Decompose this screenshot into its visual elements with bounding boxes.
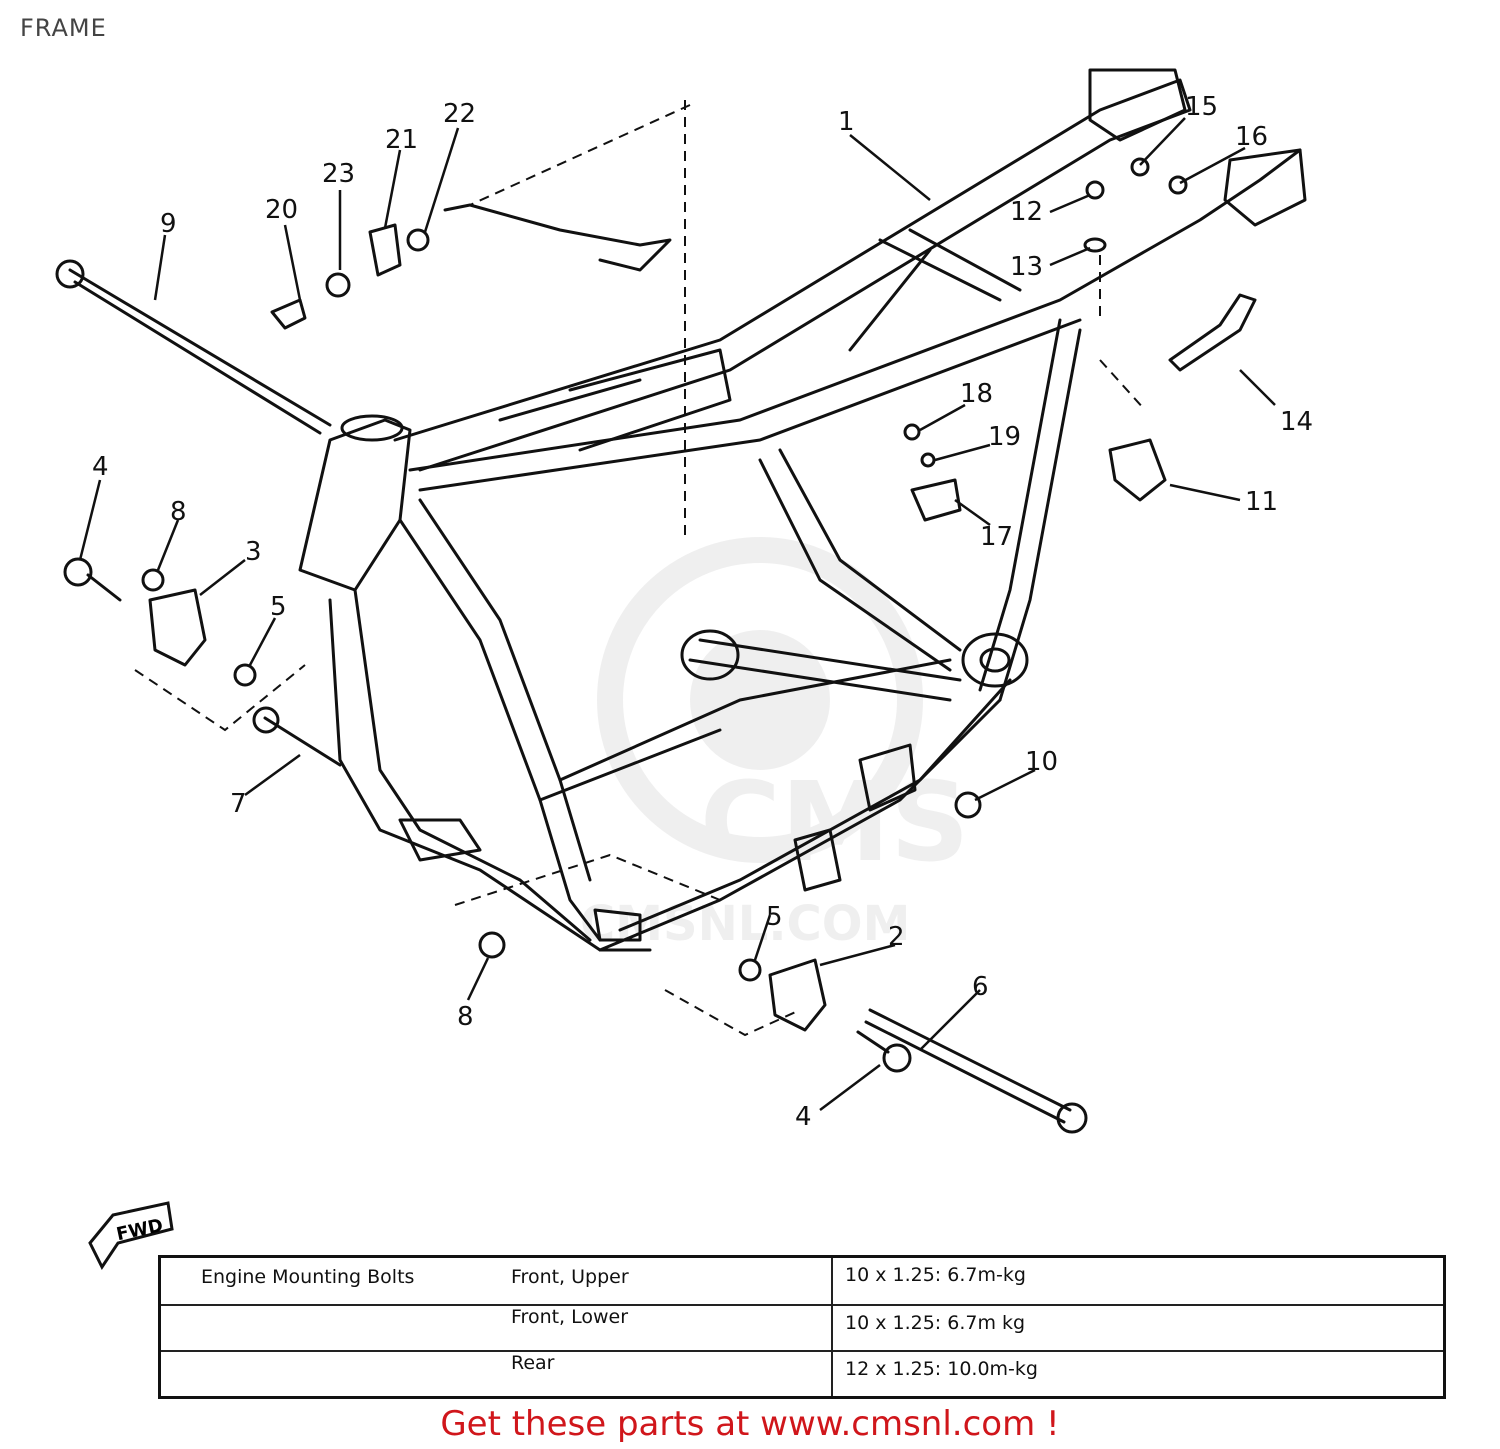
table-row: Front, Lower 10 x 1.25: 6.7m kg <box>158 1304 1446 1352</box>
callout-12: 12 <box>1010 197 1043 227</box>
callout-10: 10 <box>1025 747 1058 777</box>
callout-13: 13 <box>1010 252 1043 282</box>
callout-8: 8 <box>170 497 187 527</box>
callout-5-lower: 5 <box>766 902 783 932</box>
position-cell: Front, Lower <box>501 1304 833 1352</box>
callout-labels: 1 2 3 4 4 5 5 6 7 8 8 9 10 11 12 13 14 1… <box>92 92 1313 1132</box>
spec-cell: 12 x 1.25: 10.0m-kg <box>831 1350 1446 1399</box>
part-21-clamp <box>368 223 402 277</box>
part-11-cap <box>1108 438 1167 502</box>
reference-lines <box>134 100 1146 1037</box>
callout-23: 23 <box>322 159 355 189</box>
part-18-bolt <box>903 423 921 441</box>
callout-21: 21 <box>385 125 418 155</box>
callout-15: 15 <box>1185 92 1218 122</box>
callout-1: 1 <box>838 107 855 137</box>
group-label-cell: Engine Mounting Bolts <box>158 1255 501 1306</box>
part-7-bolt <box>252 706 342 767</box>
callout-9: 9 <box>160 209 177 239</box>
callout-19: 19 <box>988 422 1021 452</box>
part-8-nut-lower <box>478 931 506 959</box>
part-23-nut <box>325 272 351 298</box>
fwd-label: FWD <box>115 1215 165 1245</box>
part-8-nut-upper <box>141 568 165 592</box>
callout-4: 4 <box>92 452 109 482</box>
footer-parts-link[interactable]: Get these parts at www.cmsnl.com ! <box>440 1404 1060 1444</box>
engine-mounting-bolts-table: Engine Mounting Bolts Front, Upper 10 x … <box>158 1255 1446 1399</box>
callout-18: 18 <box>960 379 993 409</box>
spec-cell: 10 x 1.25: 6.7m-kg <box>831 1255 1446 1306</box>
part-5-nut-upper <box>233 663 257 687</box>
part-19-washer <box>920 452 936 468</box>
part-13-washer <box>1083 237 1107 253</box>
position-cell: Front, Upper <box>501 1255 833 1306</box>
callout-8-lower: 8 <box>457 1002 474 1032</box>
part-12-bolt <box>1085 180 1105 200</box>
part-15-bolt <box>1130 157 1150 177</box>
part-16-washer <box>1168 175 1188 195</box>
fwd-arrow-icon: FWD <box>88 1201 174 1270</box>
part-17-bracket <box>910 478 962 522</box>
part-20-bolt <box>270 298 307 330</box>
table-row: Engine Mounting Bolts Front, Upper 10 x … <box>158 1255 1446 1306</box>
part-6-bolt <box>864 1008 1088 1134</box>
part-9-bolt <box>55 259 332 435</box>
part-4-bolt-lower <box>856 1030 912 1073</box>
callout-7: 7 <box>230 789 247 819</box>
callout-6: 6 <box>972 972 989 1002</box>
page-title: FRAME <box>20 14 107 42</box>
callout-16: 16 <box>1235 122 1268 152</box>
part-4-bolt-upper <box>63 557 122 602</box>
brace-rod <box>443 203 672 272</box>
part-2-bracket <box>768 958 827 1032</box>
callout-3: 3 <box>245 537 262 567</box>
callout-17: 17 <box>980 522 1013 552</box>
part-5-nut-lower <box>738 958 762 982</box>
part-22-nut <box>406 228 430 252</box>
callout-14: 14 <box>1280 407 1313 437</box>
part-10-nut <box>954 791 982 819</box>
callout-4-lower: 4 <box>795 1102 812 1132</box>
watermark-brand: CMS <box>700 758 969 886</box>
table-row: Rear 12 x 1.25: 10.0m-kg <box>158 1350 1446 1399</box>
frame-main <box>298 68 1307 952</box>
callout-22: 22 <box>443 99 476 129</box>
part-3-bracket <box>148 588 207 667</box>
leader-lines <box>78 117 1276 1111</box>
callout-2: 2 <box>888 922 905 952</box>
cms-watermark-logo: CMS CMSNL.COM <box>580 537 969 952</box>
callout-20: 20 <box>265 195 298 225</box>
callout-11: 11 <box>1245 487 1278 517</box>
part-14-bracket <box>1168 293 1257 372</box>
position-cell: Rear <box>501 1350 833 1399</box>
spec-cell: 10 x 1.25: 6.7m kg <box>831 1304 1446 1352</box>
callout-5: 5 <box>270 592 287 622</box>
